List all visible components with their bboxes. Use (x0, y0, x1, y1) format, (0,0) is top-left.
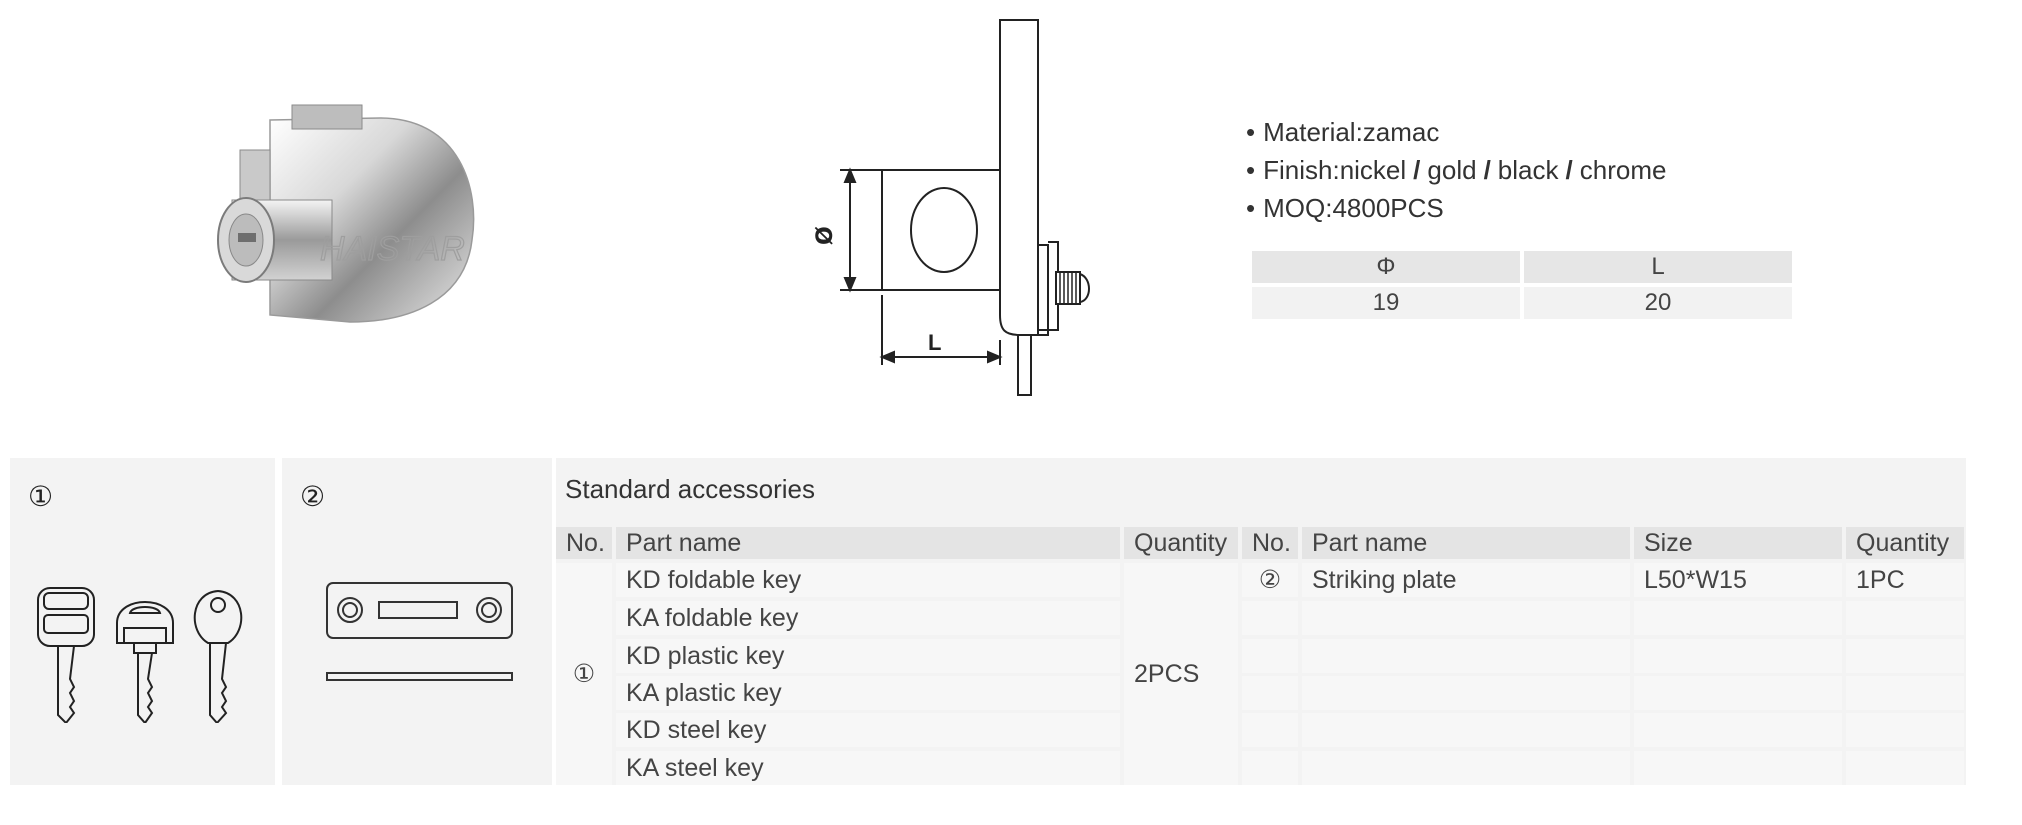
empty-cell (1634, 639, 1842, 673)
empty-cell (1846, 676, 1964, 710)
header-no: No. (556, 527, 612, 559)
empty-cell (1242, 751, 1298, 785)
empty-cell (1634, 713, 1842, 747)
technical-drawing: Ø L (800, 10, 1140, 405)
group2-quantity: 1PC (1846, 563, 1964, 597)
header-part-name: Part name (616, 527, 1120, 559)
bullet: • (1246, 193, 1256, 223)
dimension-value-row: 19 20 (1252, 287, 1792, 319)
header-quantity: Quantity (1124, 527, 1238, 559)
material-text: Material:zamac (1263, 117, 1440, 147)
striking-plate-illustration (326, 582, 513, 681)
foldable-key-icon (37, 587, 95, 723)
empty-cell (1242, 676, 1298, 710)
empty-cell (1242, 713, 1298, 747)
group1-number: ① (556, 563, 612, 785)
finish-separator: / (1413, 155, 1421, 185)
steel-key-icon (193, 589, 243, 723)
group1-quantity: 2PCS (1124, 563, 1238, 785)
dimension-header-phi: Φ (1252, 251, 1520, 283)
dimension-header-row: Φ L (1252, 251, 1792, 283)
keys-panel: ① (10, 458, 275, 785)
length-label: L (928, 330, 941, 355)
watermark-text: HAISTAR (320, 230, 465, 268)
group2-part-name: Striking plate (1302, 563, 1630, 597)
dimension-table: Φ L 19 20 (1248, 247, 1796, 323)
dimension-header-l: L (1524, 251, 1792, 283)
header-size: Size (1634, 527, 1842, 559)
panel-marker: ① (28, 481, 54, 512)
spec-material: •Material:zamac (1246, 113, 1666, 151)
bullet: • (1246, 155, 1256, 185)
plastic-key-icon (116, 601, 174, 723)
part-row: KD plastic key (616, 639, 1120, 673)
empty-cell (1846, 713, 1964, 747)
empty-cell (1302, 713, 1630, 747)
part-row: KA plastic key (616, 676, 1120, 710)
part-row: KA foldable key (616, 601, 1120, 635)
empty-cell (1634, 751, 1842, 785)
group2-number: ② (1242, 563, 1298, 597)
empty-cell (1634, 676, 1842, 710)
finish-separator: / (1483, 155, 1491, 185)
finish-nickel: Finish:nickel (1263, 155, 1407, 185)
part-row: KD steel key (616, 713, 1120, 747)
header-no: No. (1242, 527, 1298, 559)
part-row: KD foldable key (616, 563, 1120, 597)
spec-moq: •MOQ:4800PCS (1246, 189, 1666, 227)
panel-marker: ② (300, 481, 326, 512)
accessories-title: Standard accessories (565, 474, 816, 504)
spec-finish: •Finish:nickel/gold/black/chrome (1246, 151, 1666, 189)
moq-text: MOQ:4800PCS (1263, 193, 1444, 223)
header-part-name: Part name (1302, 527, 1630, 559)
empty-cell (1242, 601, 1298, 635)
empty-cell (1302, 751, 1630, 785)
dimension-value-phi: 19 (1252, 287, 1520, 319)
product-photo: HAISTAR (210, 100, 500, 340)
striking-plate-panel: ② (282, 458, 552, 785)
empty-cell (1302, 601, 1630, 635)
finish-black: black (1497, 155, 1559, 185)
finish-chrome: chrome (1579, 155, 1667, 185)
keys-illustration (37, 587, 243, 723)
empty-cell (1302, 676, 1630, 710)
part-row: KA steel key (616, 751, 1120, 785)
finish-separator: / (1565, 155, 1573, 185)
empty-cell (1846, 601, 1964, 635)
empty-cell (1846, 639, 1964, 673)
empty-cell (1242, 639, 1298, 673)
group2-size: L50*W15 (1634, 563, 1842, 597)
diameter-label: Ø (813, 226, 838, 245)
bullet: • (1246, 117, 1256, 147)
empty-cell (1302, 639, 1630, 673)
empty-cell (1846, 751, 1964, 785)
header-quantity: Quantity (1846, 527, 1964, 559)
dimension-value-l: 20 (1524, 287, 1792, 319)
finish-gold: gold (1427, 155, 1477, 185)
spec-list: •Material:zamac •Finish:nickel/gold/blac… (1246, 113, 1666, 227)
empty-cell (1634, 601, 1842, 635)
